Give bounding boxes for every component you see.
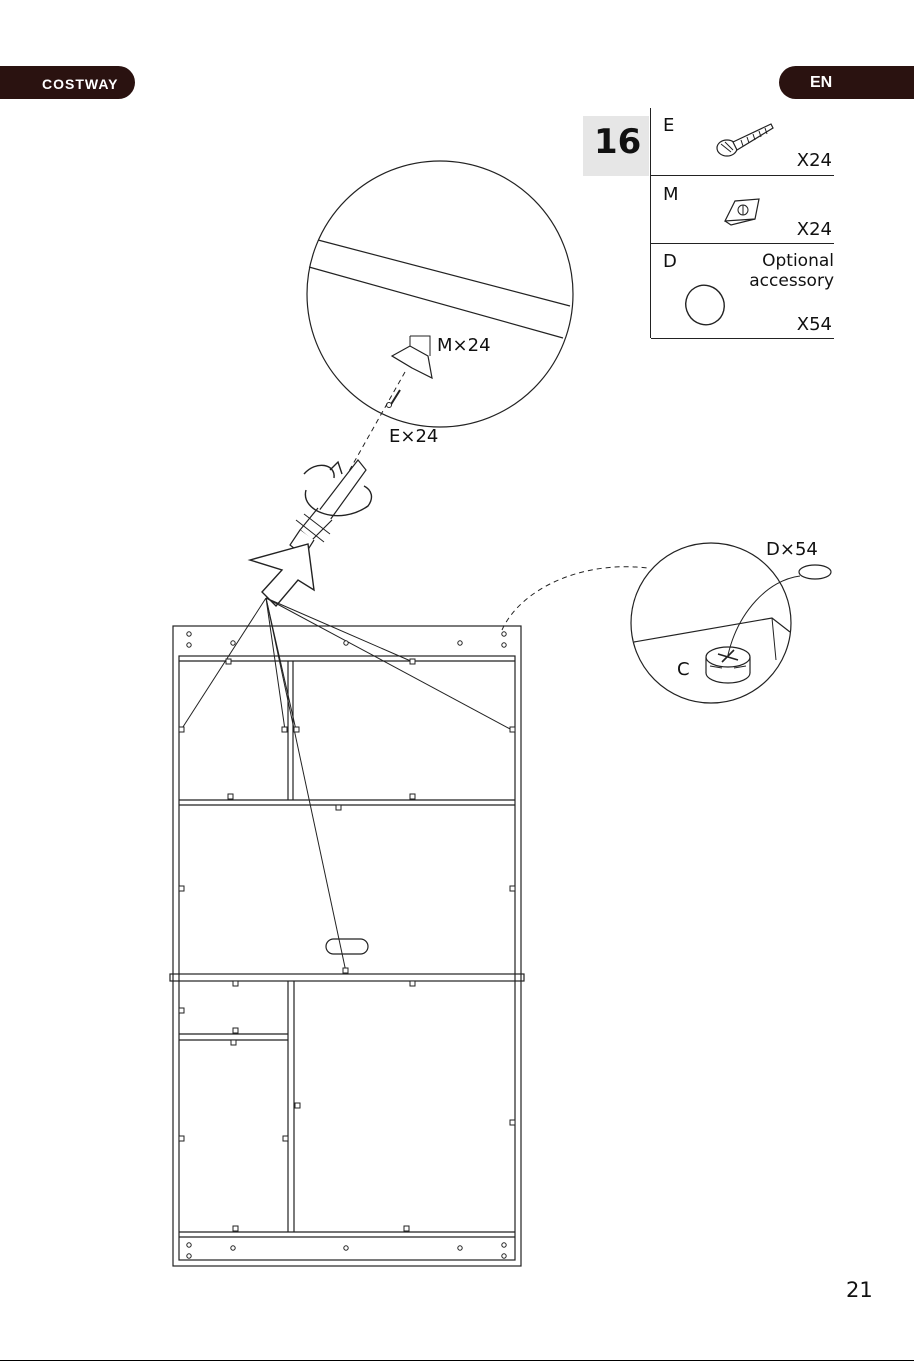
detail-circle-top (307, 161, 573, 427)
bracket-callout: M×24 (437, 335, 491, 356)
cap-detail-icon (799, 565, 831, 579)
bottom-rule (0, 1360, 914, 1361)
cam-lock-callout: C (677, 659, 690, 680)
detail-guide-line (502, 567, 648, 630)
pointer-lines (181, 598, 512, 972)
cam-lock-icon (706, 647, 750, 683)
screwdriver-icon (290, 460, 371, 556)
cabinet-holes (187, 632, 506, 1258)
bracket-markers (179, 659, 515, 1231)
page-number: 21 (846, 1278, 873, 1302)
arrow-up-icon (250, 544, 314, 606)
cap-callout: D×54 (766, 539, 818, 560)
screw-callout: E×24 (389, 426, 438, 447)
cabinet-drawing (170, 626, 524, 1266)
